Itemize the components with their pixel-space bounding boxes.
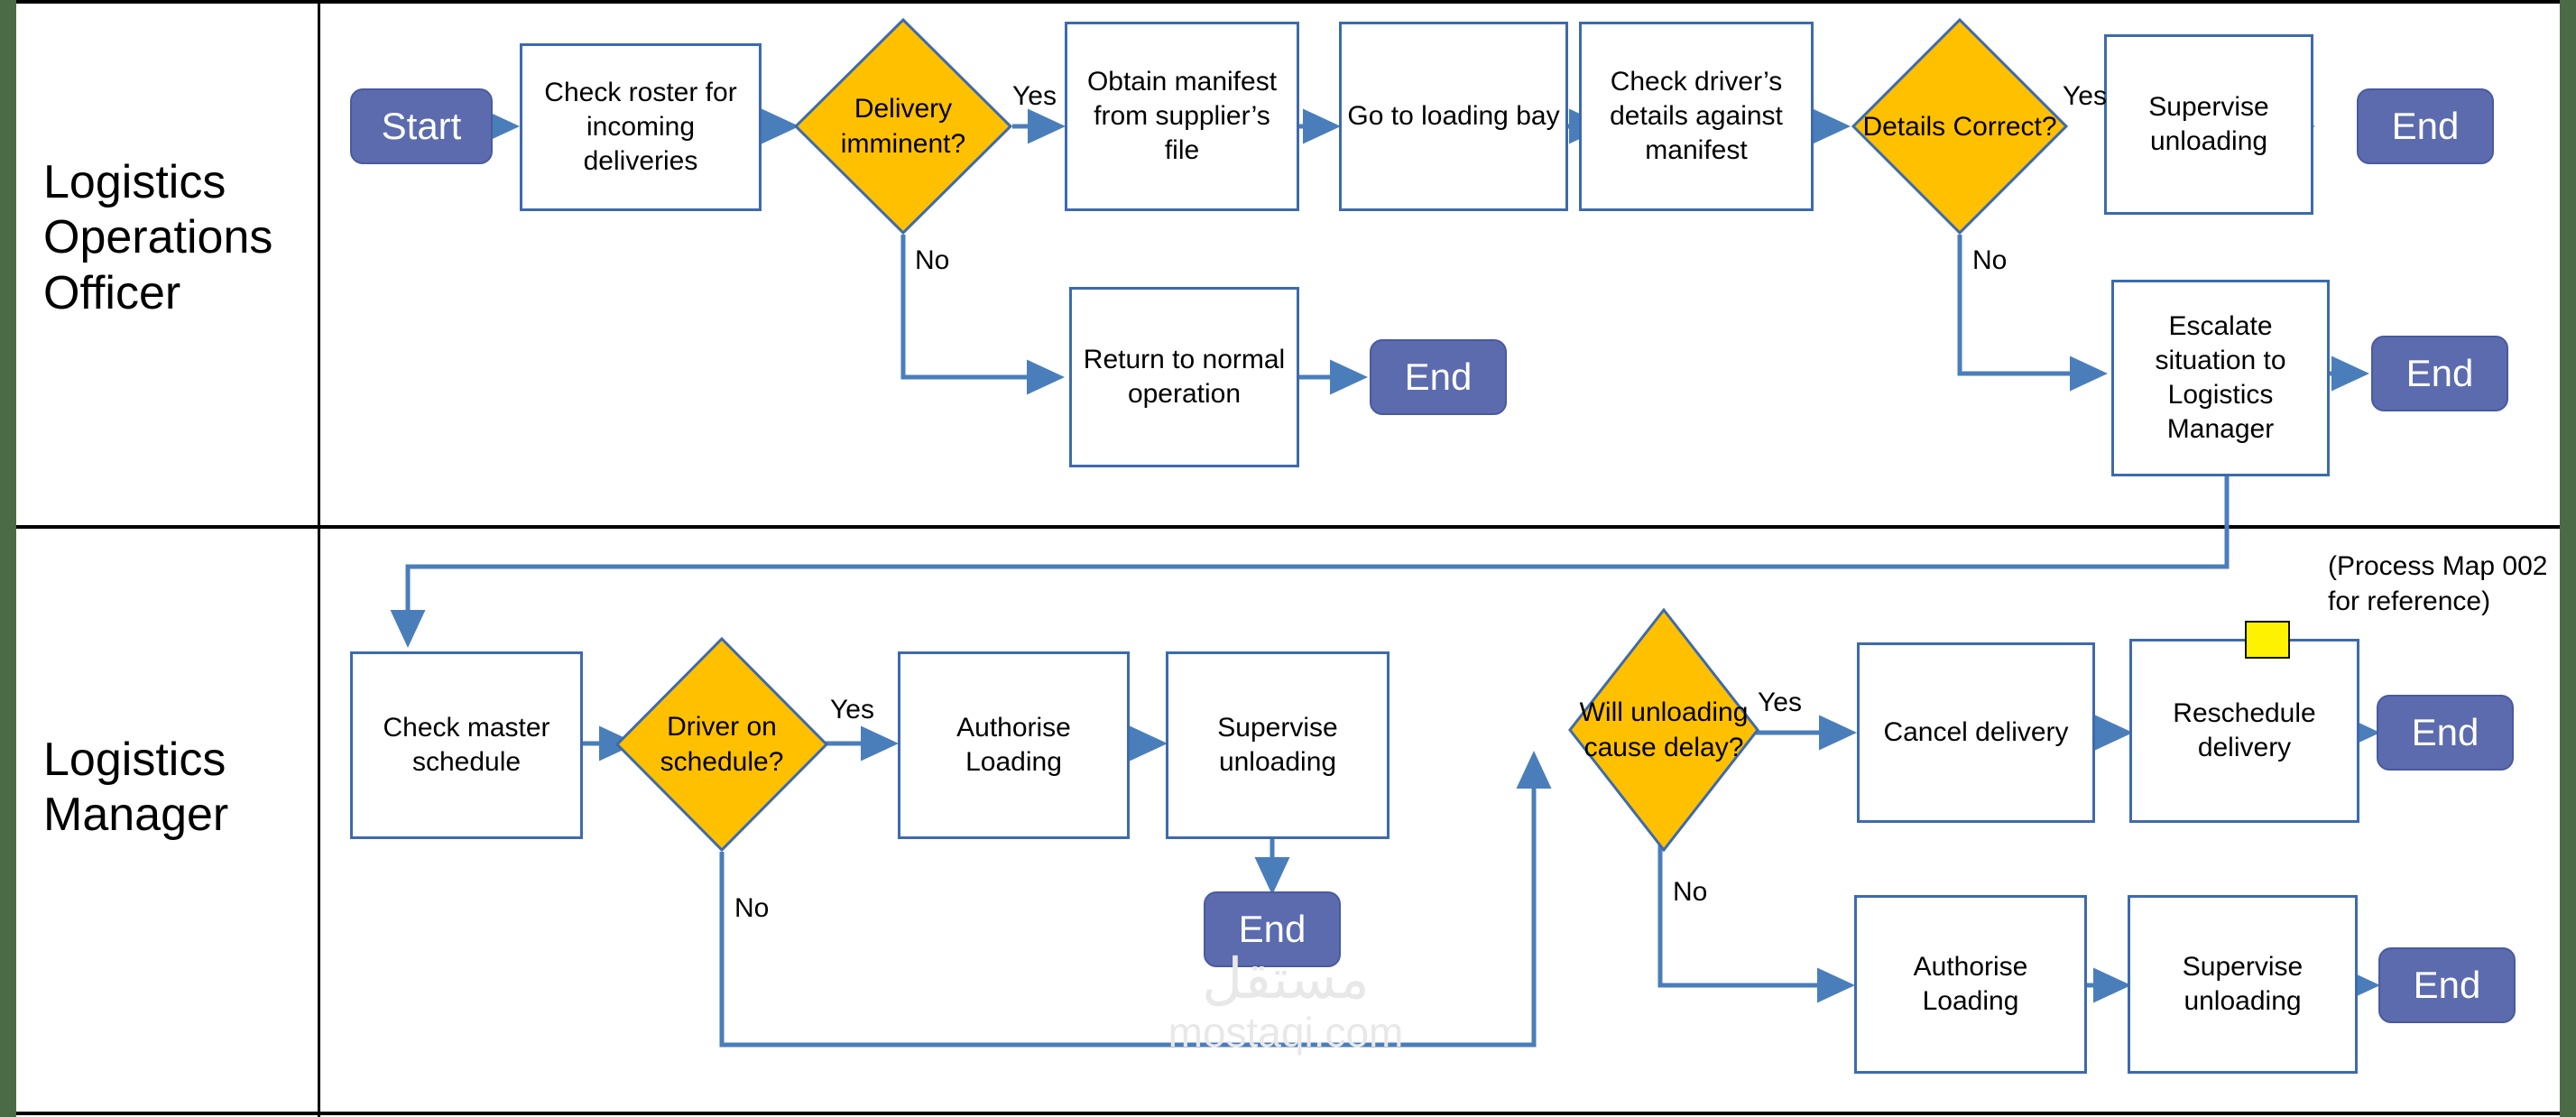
node-escalate[interactable]: Escalate situation to Logistics Manager [2111, 280, 2330, 476]
node-check-driver-details[interactable]: Check driver’s details against manifest [1579, 22, 1814, 211]
node-obtain-manifest[interactable]: Obtain manifest from supplier’s file [1065, 22, 1299, 211]
node-check-master-schedule[interactable]: Check master schedule [350, 651, 583, 839]
left-green-rail [0, 0, 16, 1117]
node-authorise-loading-2[interactable]: Authorise Loading [1854, 895, 2087, 1074]
node-details-correct[interactable]: Details Correct? [1851, 18, 2068, 235]
lane-label-operations-officer: Logistics Operations Officer [43, 156, 273, 319]
edge-label-details-no: No [1972, 245, 2008, 275]
lane-label-manager: Logistics Manager [43, 734, 229, 842]
node-authorise-loading-1[interactable]: Authorise Loading [898, 651, 1130, 839]
sticky-note-icon [2245, 621, 2290, 659]
node-end-top-1[interactable]: End [2357, 88, 2494, 164]
node-end-bot-1[interactable]: End [1204, 891, 1341, 967]
lane-label-column-divider [318, 0, 320, 1117]
edge-label-imminent-yes: Yes [1012, 81, 1057, 111]
node-reschedule-delivery[interactable]: Reschedule delivery [2129, 639, 2359, 823]
edge-label-delay-yes: Yes [1758, 688, 1802, 717]
swimlane-divider [16, 525, 2560, 529]
edge-label-schedule-no: No [734, 893, 770, 923]
node-delivery-imminent[interactable]: Delivery imminent? [794, 18, 1012, 235]
edge-label-details-yes: Yes [2063, 81, 2107, 111]
node-check-roster[interactable]: Check roster for incoming deliveries [520, 43, 762, 211]
swimlane-frame [16, 0, 2560, 1115]
node-will-unloading-delay[interactable]: Will unloading cause delay? [1568, 608, 1759, 852]
node-go-loading-bay[interactable]: Go to loading bay [1339, 22, 1568, 211]
node-return-normal[interactable]: Return to normal operation [1069, 287, 1299, 467]
edge-label-schedule-yes: Yes [830, 695, 874, 725]
node-cancel-delivery[interactable]: Cancel delivery [1857, 642, 2095, 823]
node-end-top-2[interactable]: End [1370, 339, 1507, 415]
right-green-rail [2560, 0, 2576, 1117]
node-supervise-unloading-1[interactable]: Supervise unloading [1166, 651, 1390, 839]
node-end-bot-3[interactable]: End [2378, 947, 2516, 1023]
node-start[interactable]: Start [350, 88, 493, 164]
node-supervise-unloading-2[interactable]: Supervise unloading [2128, 895, 2358, 1074]
reference-annotation: (Process Map 002 for reference) [2328, 551, 2548, 616]
node-end-top-3[interactable]: End [2371, 336, 2508, 411]
edge-label-imminent-no: No [915, 245, 950, 275]
node-end-bot-2[interactable]: End [2377, 695, 2514, 771]
node-driver-on-schedule[interactable]: Driver on schedule? [615, 637, 828, 852]
node-supervise-unloading-top[interactable]: Supervise unloading [2104, 34, 2313, 215]
edge-label-delay-no: No [1673, 877, 1708, 907]
